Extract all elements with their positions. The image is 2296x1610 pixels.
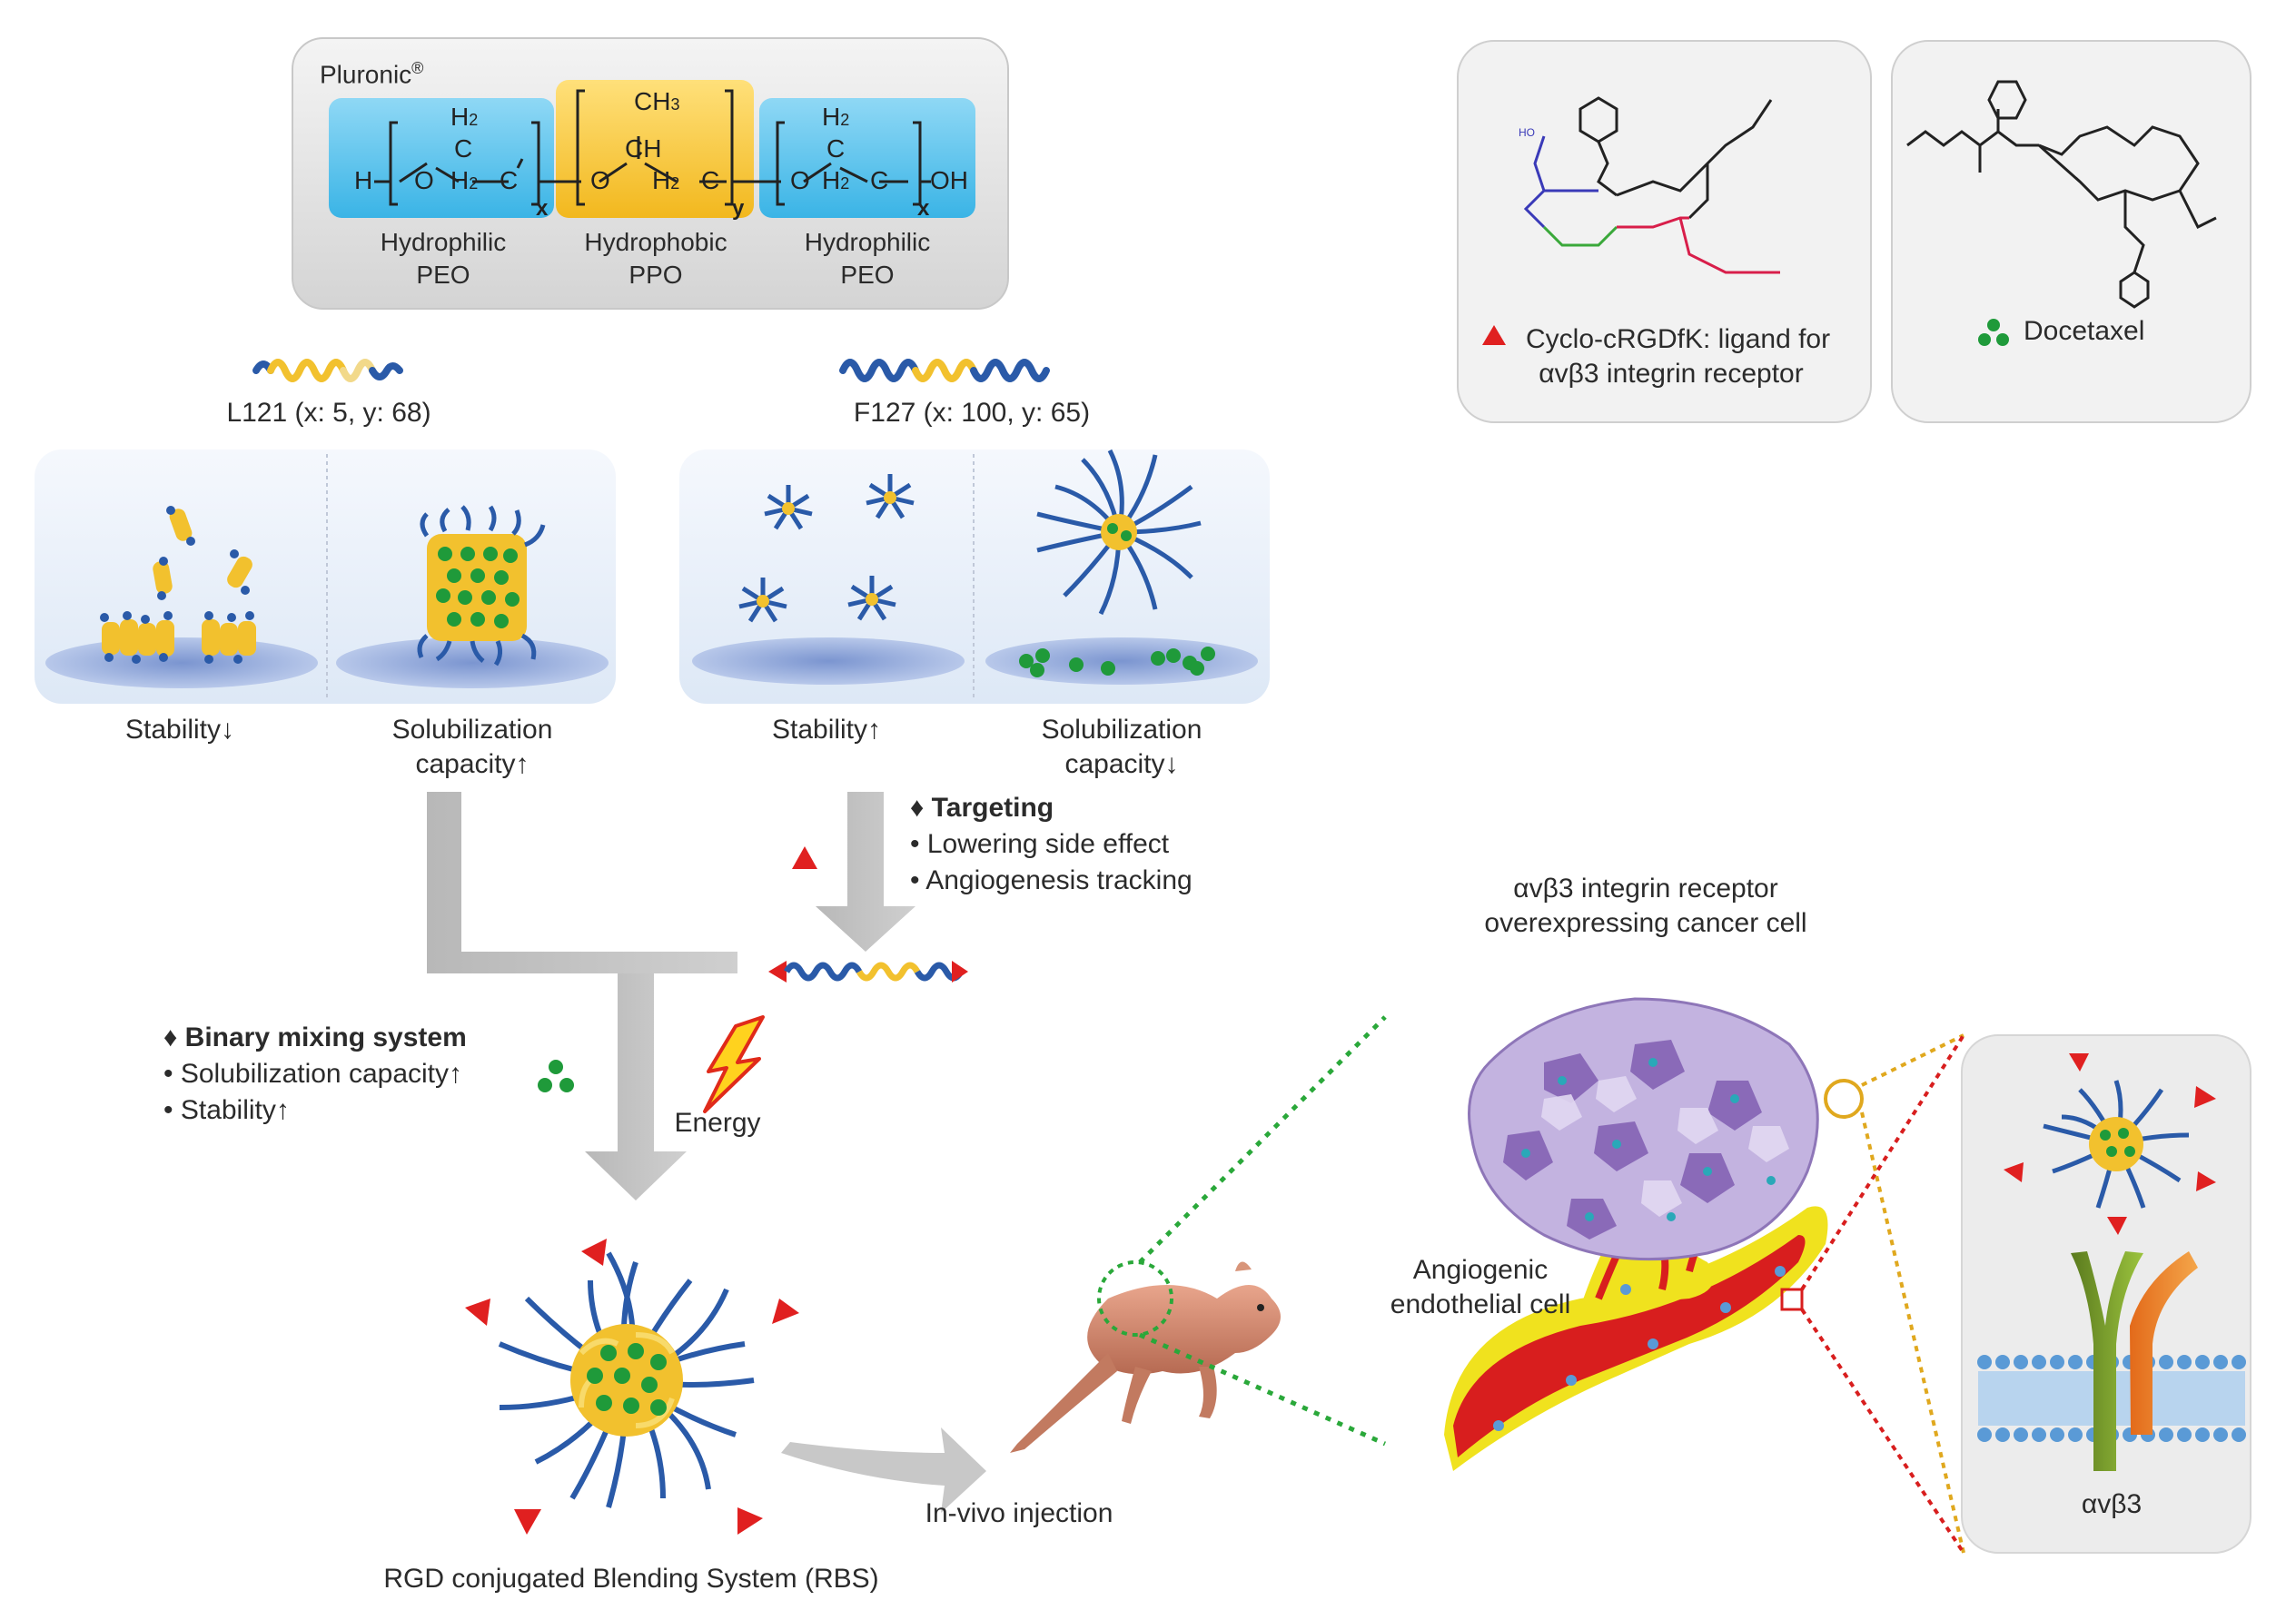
l121-label: L121 (x: 5, y: 68) [226, 398, 431, 428]
formula-x-1: x [536, 196, 549, 221]
pluronic-title: Pluronic® [320, 59, 424, 89]
segment-name-2: Hydrophobic [584, 228, 727, 256]
endothelial-label-2: endothelial cell [1390, 1289, 1571, 1319]
formula-o-3: O [790, 166, 810, 194]
formula-ch: CH [625, 134, 662, 163]
formula-o-2: O [590, 166, 610, 194]
segment-abbr-3: PEO [840, 261, 895, 289]
formula-h2-2: H2 [652, 166, 680, 194]
injection-label: In-vivo injection [925, 1498, 1113, 1528]
rgd-legend-label-1: Cyclo-cRGDfK: ligand for [1526, 324, 1831, 354]
targeted-micelle [2004, 1053, 2216, 1235]
energy-bolt-icon [703, 1015, 765, 1113]
formula-x-2: x [917, 196, 930, 221]
formula-c-5: C [870, 166, 889, 194]
l121-chain-icon [252, 359, 403, 382]
solubilization-up-label-1: Solubilization [391, 715, 553, 745]
stability-up-label: Stability↑ [771, 715, 882, 745]
docetaxel-legend-icon [1978, 319, 2009, 346]
flow-arrows [427, 792, 915, 1200]
docetaxel-structure [1906, 80, 2217, 309]
f127-chain-icon [839, 359, 1050, 382]
receptor-label: αvβ3 [2081, 1489, 2143, 1519]
formula-brackets [374, 89, 931, 206]
zoom-lines-green [1138, 1015, 1387, 1447]
formula-c-3: C [701, 166, 720, 194]
svg-text:HO: HO [1519, 126, 1535, 139]
formula-h2-top-2: H2 [822, 103, 850, 131]
stability-down-label: Stability↓ [124, 715, 235, 745]
formula-c-1: C [454, 134, 473, 163]
docetaxel-legend-label: Docetaxel [2024, 316, 2145, 346]
segment-name-3: Hydrophilic [804, 228, 931, 256]
zoom-lines [1800, 1033, 1965, 1555]
precipitated-drug [1019, 647, 1215, 677]
f127-empty-micelles [738, 474, 915, 623]
rgd-legend-box [1457, 40, 1872, 423]
integrin-alpha-subunit [2071, 1251, 2143, 1471]
rbs-micelle [465, 1239, 799, 1535]
mouse-illustration [1010, 1260, 1281, 1453]
formula-h-end: H [354, 166, 373, 194]
rgd-conjugated-chain [768, 961, 968, 983]
integrin-beta-subunit [2130, 1251, 2198, 1435]
peo-block-right [759, 98, 975, 218]
injection-arrow [781, 1427, 986, 1513]
cancer-cell-label-1: αvβ3 integrin receptor [1513, 874, 1778, 904]
formula-y: y [732, 196, 745, 221]
solubilization-down-label-2: capacity↓ [1064, 749, 1179, 779]
formula-h2-1: H2 [450, 166, 479, 194]
f127-large-micelle [1036, 449, 1202, 616]
ppo-block [556, 80, 754, 218]
l121-drug-loaded-aggregate [417, 505, 546, 667]
rgd-legend-label-2: αvβ3 integrin receptor [1539, 359, 1804, 389]
f127-label: F127 (x: 100, y: 65) [853, 398, 1091, 428]
targeting-title: Targeting [931, 793, 1054, 823]
l121-unimers [100, 506, 256, 664]
energy-label: Energy [674, 1108, 761, 1138]
docetaxel-legend-box [1891, 40, 2251, 423]
solubilization-up-label-2: capacity↑ [415, 749, 529, 779]
rgd-ligand-icon [792, 846, 817, 869]
targeting-item: Lowering side effect [926, 829, 1170, 859]
binary-list: ♦ Binary mixing system • Solubilization … [163, 1022, 467, 1125]
segment-name-1: Hydrophilic [380, 228, 507, 256]
solubilization-down-label-1: Solubilization [1041, 715, 1202, 745]
rgd-legend-icon [1482, 325, 1506, 345]
segment-abbr-1: PEO [416, 261, 470, 289]
formula-ch3: CH3 [634, 87, 680, 115]
formula-o-1: O [414, 166, 434, 194]
formula-c-2: C [500, 166, 519, 194]
formula-h2-3: H2 [822, 166, 850, 194]
cancer-tissue [1444, 997, 1864, 1471]
docetaxel-dots [538, 1060, 574, 1092]
endothelial-label-1: Angiogenic [1412, 1255, 1549, 1285]
binary-title: Binary mixing system [184, 1022, 467, 1052]
receptor-panel [1961, 1034, 2251, 1554]
binary-item: Solubilization capacity↑ [180, 1059, 463, 1089]
formula-h2-top-1: H2 [450, 103, 479, 131]
rbs-label: RGD conjugated Blending System (RBS) [383, 1564, 879, 1594]
formula-c-4: C [826, 134, 846, 163]
binary-item: Stability↑ [180, 1095, 290, 1125]
peo-block-left [329, 98, 554, 218]
crgdfk-structure [1523, 96, 1780, 274]
targeting-item: Angiogenesis tracking [925, 865, 1193, 895]
segment-abbr-2: PPO [628, 261, 683, 289]
cancer-cell-label-2: overexpressing cancer cell [1484, 908, 1807, 938]
targeting-list: ♦ Targeting • Lowering side effect • Ang… [910, 793, 1193, 895]
formula-oh-end: OH [930, 166, 968, 194]
